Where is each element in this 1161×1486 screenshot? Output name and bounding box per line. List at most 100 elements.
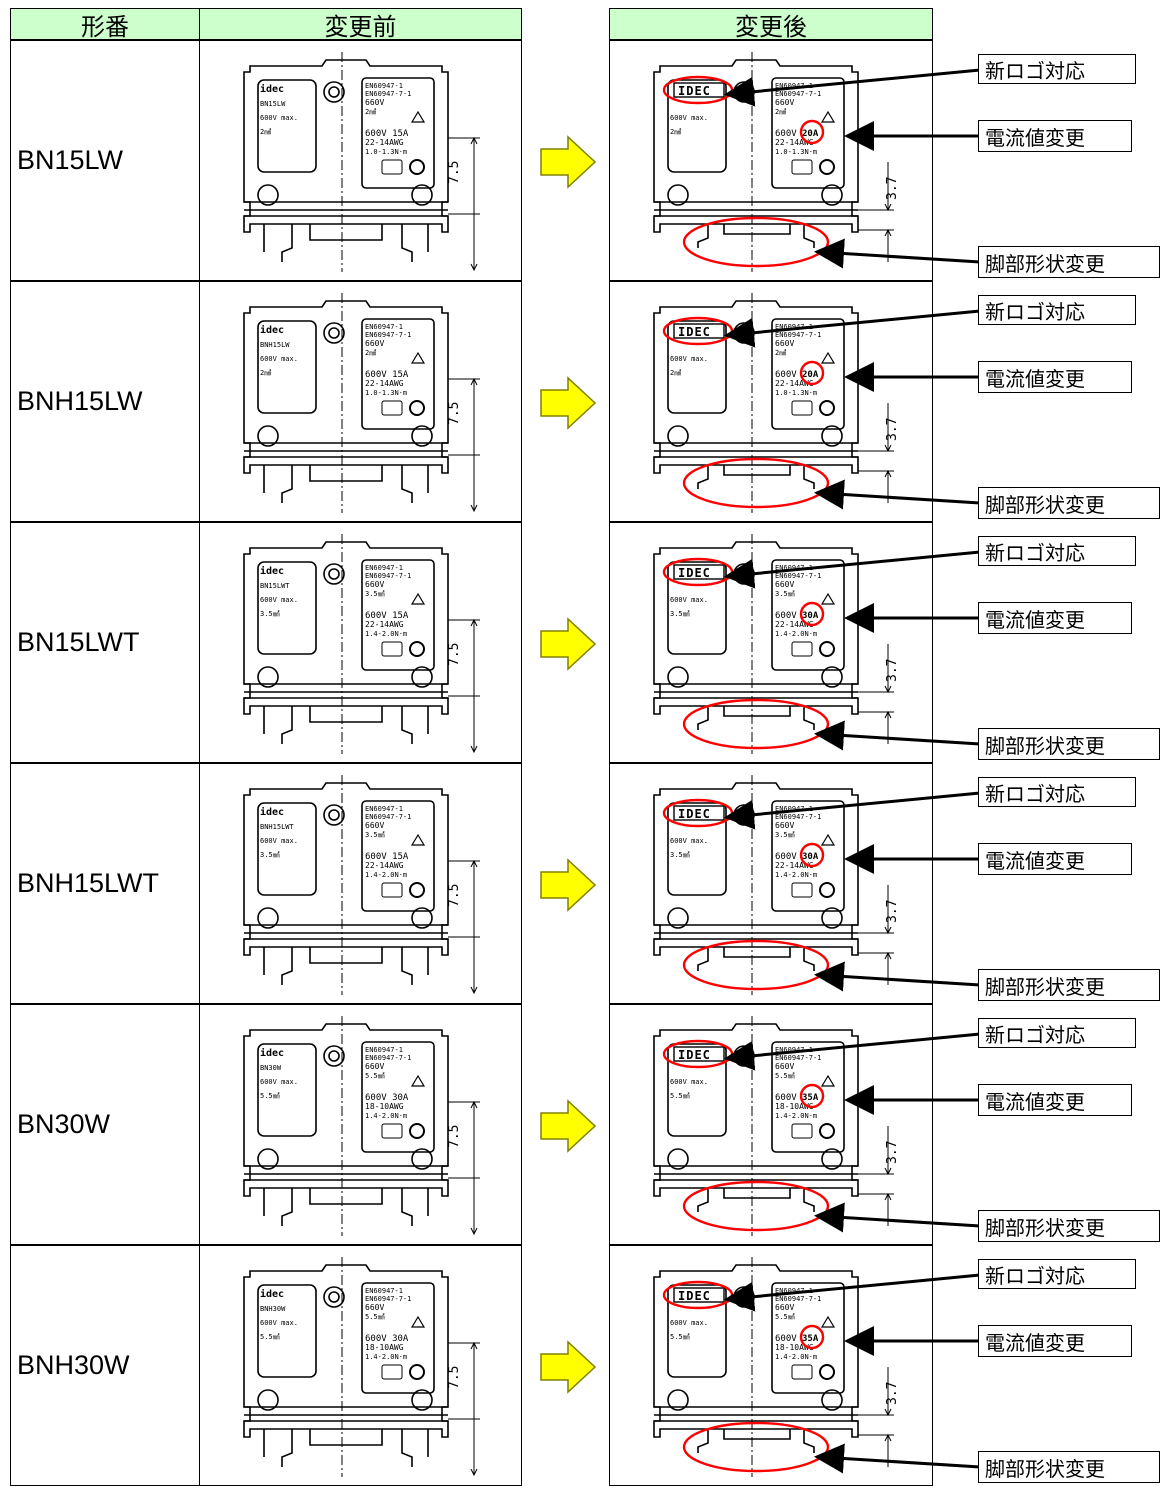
ul-mark-icon: [791, 1123, 813, 1139]
callout-logo: 新ロゴ対応: [978, 54, 1136, 84]
csa-mark-icon: [819, 882, 835, 898]
current-prefix: 600V: [775, 370, 797, 380]
callout-current: 電流値変更: [978, 602, 1132, 634]
standard2-text: EN60947-7-1: [775, 572, 821, 580]
csa-mark-icon: [409, 1123, 425, 1139]
rating-text: 600V max.: [260, 837, 298, 845]
rating-text: 600V max.: [260, 114, 298, 122]
torque-text: 1.4-2.0N·m: [775, 630, 817, 638]
size-text: 5.5㎟: [260, 1333, 280, 1341]
current-new-text: 35A: [802, 1334, 819, 1344]
standard2-text: EN60947-7-1: [775, 813, 821, 821]
new-logo-box: [673, 82, 725, 98]
callout-foot: 脚部形状変更: [978, 1451, 1160, 1483]
callout-current: 電流値変更: [978, 1084, 1132, 1116]
before-cell: [199, 281, 522, 522]
current-old-text: 600V 15A: [365, 370, 409, 380]
old-logo: idec: [260, 806, 284, 818]
standard-text: EN60947-1: [775, 805, 813, 813]
ac-size-text: 3.5㎟: [365, 590, 385, 598]
callout-foot: 脚部形状変更: [978, 728, 1160, 760]
ac-voltage-text: 660V: [775, 1062, 794, 1071]
callout-foot-label: 脚部形状変更: [985, 974, 1105, 999]
ac-size-text: 5.5㎟: [365, 1072, 385, 1080]
standard2-text: EN60947-7-1: [365, 1054, 411, 1062]
standard2-text: EN60947-7-1: [365, 572, 411, 580]
ac-voltage-text: 660V: [775, 821, 794, 830]
current-highlight: [799, 119, 825, 145]
ac-voltage-text: 660V: [365, 98, 384, 107]
ul-mark-icon: [381, 882, 403, 898]
callout-current-label: 電流値変更: [985, 848, 1085, 873]
ac-size-text: 5.5㎟: [775, 1313, 795, 1321]
standard-text: EN60947-1: [775, 1287, 813, 1295]
csa-mark-icon: [409, 882, 425, 898]
ac-voltage-text: 660V: [365, 821, 384, 830]
standard2-text: EN60947-7-1: [365, 331, 411, 339]
torque-text: 1.4-2.0N·m: [365, 871, 407, 879]
dimension-label: 3.7: [885, 177, 900, 200]
foot-highlight: [682, 457, 830, 509]
model-label: BN15LWT: [17, 627, 140, 657]
csa-mark-icon: [409, 1364, 425, 1380]
transition-arrow: [540, 135, 597, 189]
new-logo: IDEC: [678, 1048, 711, 1062]
ac-voltage-text: 660V: [775, 339, 794, 348]
ul-mark-icon: [791, 882, 813, 898]
transition-arrow: [540, 376, 597, 430]
dimension-label: 3.7: [885, 659, 900, 682]
size-text: 3.5㎟: [260, 610, 280, 618]
new-logo: IDEC: [678, 566, 711, 580]
ul-mark-icon: [791, 159, 813, 175]
ac-size-text: 5.5㎟: [365, 1313, 385, 1321]
product-code: BNH15LW: [260, 341, 290, 349]
before-drawing: idec BNH15LWT 600V max. 3.5㎟ EN60947-1 E…: [243, 775, 480, 995]
dimension-label: 3.7: [885, 900, 900, 923]
standard-text: EN60947-1: [365, 564, 403, 572]
current-highlight: [799, 360, 825, 386]
product-code: BNH30W: [260, 1305, 286, 1313]
csa-mark-icon: [819, 1364, 835, 1380]
foot-highlight: [682, 698, 830, 750]
transition-arrow: [540, 1099, 597, 1153]
warning-icon: [410, 592, 426, 605]
dimension-label: 3.7: [885, 418, 900, 441]
size-text: 2㎟: [260, 128, 271, 136]
after-drawing: IDEC 600V max. 2㎟ EN60947-1 EN60947-7-1 …: [653, 293, 900, 513]
current-new-text: 20A: [802, 370, 819, 380]
callout-foot: 脚部形状変更: [978, 969, 1160, 1001]
csa-mark-icon: [819, 641, 835, 657]
after-drawing: IDEC 600V max. 5.5㎟ EN60947-1 EN60947-7-…: [653, 1257, 900, 1477]
header-model: 形番: [10, 8, 200, 41]
ac-size-text: 2㎟: [775, 108, 786, 116]
model-cell: BN15LWT: [10, 522, 200, 763]
new-logo-box: [673, 1287, 725, 1303]
callout-logo-label: 新ロゴ対応: [985, 299, 1085, 324]
standard2-text: EN60947-7-1: [365, 90, 411, 98]
after-drawing: IDEC 600V max. 3.5㎟ EN60947-1 EN60947-7-…: [653, 534, 900, 754]
current-prefix: 600V: [775, 611, 797, 621]
old-logo: idec: [260, 565, 284, 577]
current-prefix: 600V: [775, 1093, 797, 1103]
standard-text: EN60947-1: [365, 323, 403, 331]
warning-icon: [820, 110, 836, 123]
csa-mark-icon: [819, 400, 835, 416]
transition-arrow: [540, 1340, 597, 1394]
before-cell: [199, 763, 522, 1004]
ac-voltage-text: 660V: [775, 580, 794, 589]
rating-text: 600V max.: [260, 596, 298, 604]
standard2-text: EN60947-7-1: [365, 1295, 411, 1303]
dimension-label: 7.5: [447, 1125, 462, 1148]
foot-highlight: [682, 1421, 830, 1473]
callout-foot: 脚部形状変更: [978, 246, 1160, 278]
awg-text: 18-10AWG: [775, 1343, 814, 1352]
transition-arrow: [540, 858, 597, 912]
current-prefix: 600V: [775, 1334, 797, 1344]
current-new-text: 20A: [802, 129, 819, 139]
new-logo: IDEC: [678, 1289, 711, 1303]
callout-current-label: 電流値変更: [985, 607, 1085, 632]
warning-icon: [410, 110, 426, 123]
standard2-text: EN60947-7-1: [775, 1295, 821, 1303]
callout-logo-label: 新ロゴ対応: [985, 1263, 1085, 1288]
callout-logo-label: 新ロゴ対応: [985, 540, 1085, 565]
